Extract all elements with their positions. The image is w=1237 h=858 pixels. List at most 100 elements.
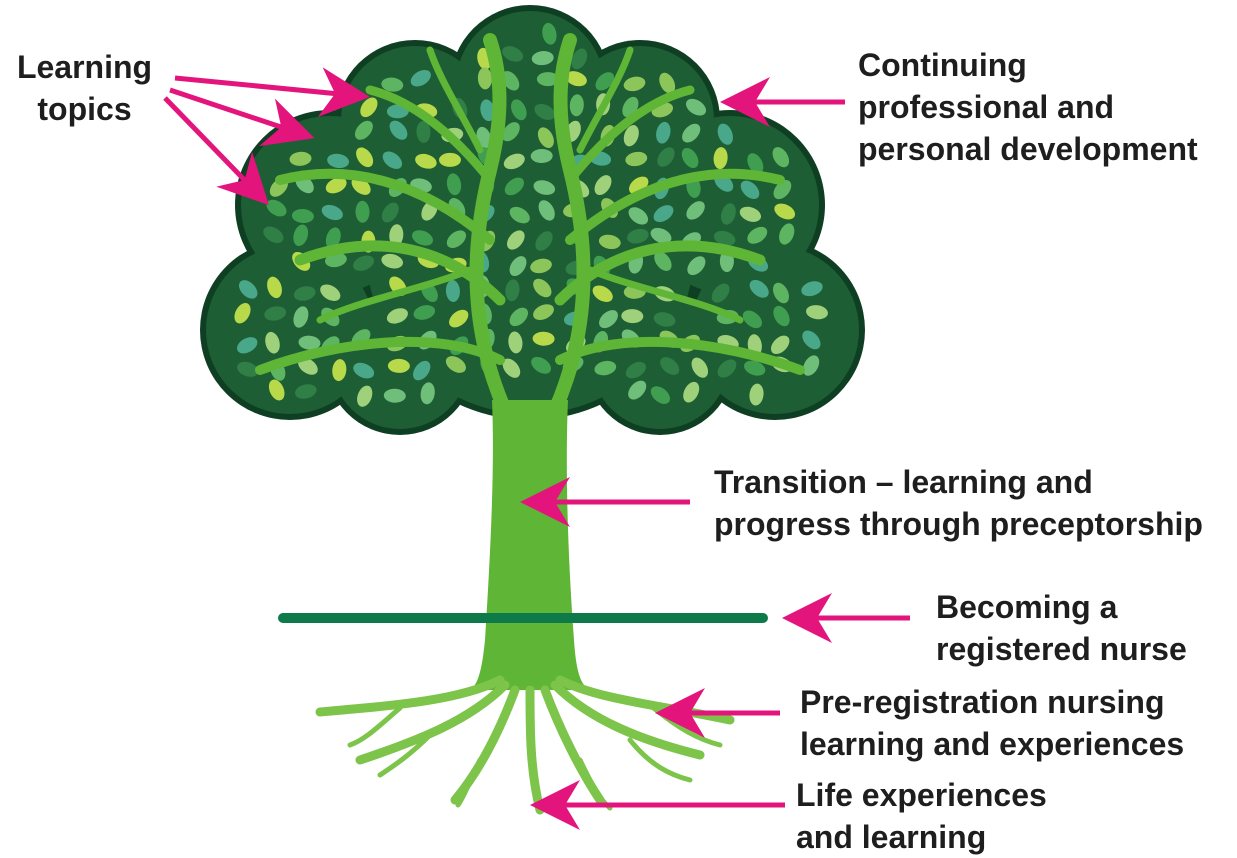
- arrow-learning-topics-3: [163, 96, 269, 206]
- leaf: [531, 356, 552, 374]
- transition-line-2: progress through preceptorship: [714, 506, 1203, 542]
- leaf: [268, 379, 285, 401]
- leaf: [510, 99, 527, 121]
- leaf: [353, 255, 375, 271]
- learning-topics-label: Learning topics: [12, 46, 157, 130]
- leaf: [685, 98, 707, 116]
- leaf: [411, 230, 434, 246]
- learning-topics-line-1: Learning: [16, 49, 153, 85]
- leaf: [683, 381, 700, 403]
- leaf: [536, 72, 559, 87]
- leaf: [386, 308, 408, 324]
- transition-line-1: Transition – learning and: [714, 464, 1093, 500]
- leaf: [650, 386, 671, 404]
- leaf: [502, 358, 521, 378]
- leaf: [327, 153, 350, 169]
- leaf: [354, 120, 373, 140]
- leaf: [505, 279, 520, 302]
- leaf: [774, 203, 796, 220]
- leaf: [571, 48, 588, 70]
- leaf: [353, 362, 375, 379]
- leaf: [415, 153, 437, 169]
- leaf: [713, 147, 728, 170]
- leaf: [653, 205, 674, 223]
- leaf: [355, 200, 370, 223]
- leaf: [413, 360, 431, 381]
- learning-topics-line-2: topics: [37, 91, 132, 127]
- leaf: [410, 69, 431, 87]
- leaf: [446, 173, 462, 196]
- leaf: [502, 46, 524, 62]
- life-experiences-line-2: and learning: [796, 819, 987, 855]
- leaf: [387, 358, 410, 373]
- leaf: [623, 76, 646, 92]
- leaf: [320, 284, 341, 301]
- leaf: [508, 331, 523, 354]
- leaf: [625, 151, 648, 167]
- leaf: [779, 223, 795, 245]
- leaf: [356, 147, 374, 168]
- leaf: [445, 280, 460, 302]
- arrow-learning-topics-2: [169, 87, 315, 147]
- leaf: [742, 310, 763, 329]
- leaf: [598, 234, 621, 250]
- leaf: [713, 230, 736, 246]
- leaf: [534, 103, 556, 120]
- leaf: [623, 125, 639, 147]
- leaf: [293, 286, 316, 301]
- leaf: [739, 206, 762, 222]
- transition-label: Transition – learning and progress throu…: [714, 461, 1203, 545]
- leaf: [538, 200, 555, 221]
- leaf: [381, 77, 404, 92]
- leaf: [594, 175, 612, 196]
- leaf: [565, 71, 587, 87]
- leaf: [503, 153, 525, 170]
- continuing-development-line-1: Continuing: [858, 47, 1027, 83]
- arrow-learning-topics-1: [174, 67, 370, 118]
- leaf: [747, 153, 764, 174]
- leaf: [509, 256, 527, 277]
- leaf: [509, 206, 530, 224]
- leaf: [659, 72, 676, 94]
- leaf: [657, 147, 675, 167]
- leaf: [416, 120, 431, 143]
- leaf: [747, 226, 768, 244]
- leaf: [291, 208, 314, 224]
- leaf: [773, 305, 790, 327]
- leaf: [594, 360, 617, 376]
- leaf: [773, 180, 792, 200]
- leaf: [595, 72, 615, 91]
- leaf: [533, 278, 552, 298]
- leaf: [501, 71, 520, 91]
- pre-registration-line-2: learning and experiences: [800, 726, 1185, 762]
- leaf: [389, 224, 404, 247]
- leaf: [389, 120, 408, 140]
- leaf: [298, 357, 318, 375]
- leaf: [237, 361, 259, 377]
- leaf: [744, 360, 766, 376]
- leaf: [449, 309, 469, 328]
- leaf: [446, 230, 467, 249]
- leaf: [720, 203, 736, 225]
- leaf: [263, 226, 284, 244]
- pre-registration-line-1: Pre-registration nursing: [800, 684, 1165, 720]
- leaf: [445, 356, 466, 373]
- leaf: [357, 385, 373, 407]
- leaf: [717, 359, 737, 378]
- leaf: [806, 305, 828, 320]
- leaf: [802, 355, 820, 376]
- leaf: [530, 258, 552, 274]
- leaf: [682, 123, 701, 143]
- registered-nurse-line-2: registered nurse: [936, 631, 1187, 667]
- leaf: [531, 51, 554, 66]
- continuing-development-label: Continuing professional and personal dev…: [858, 44, 1198, 170]
- leaf: [625, 361, 646, 379]
- leaf: [506, 230, 525, 250]
- leaf: [293, 224, 309, 247]
- tree-roots: [315, 675, 735, 815]
- arrows: [163, 67, 910, 830]
- leaf: [298, 335, 321, 350]
- leaf: [480, 99, 495, 122]
- leaf: [592, 285, 613, 302]
